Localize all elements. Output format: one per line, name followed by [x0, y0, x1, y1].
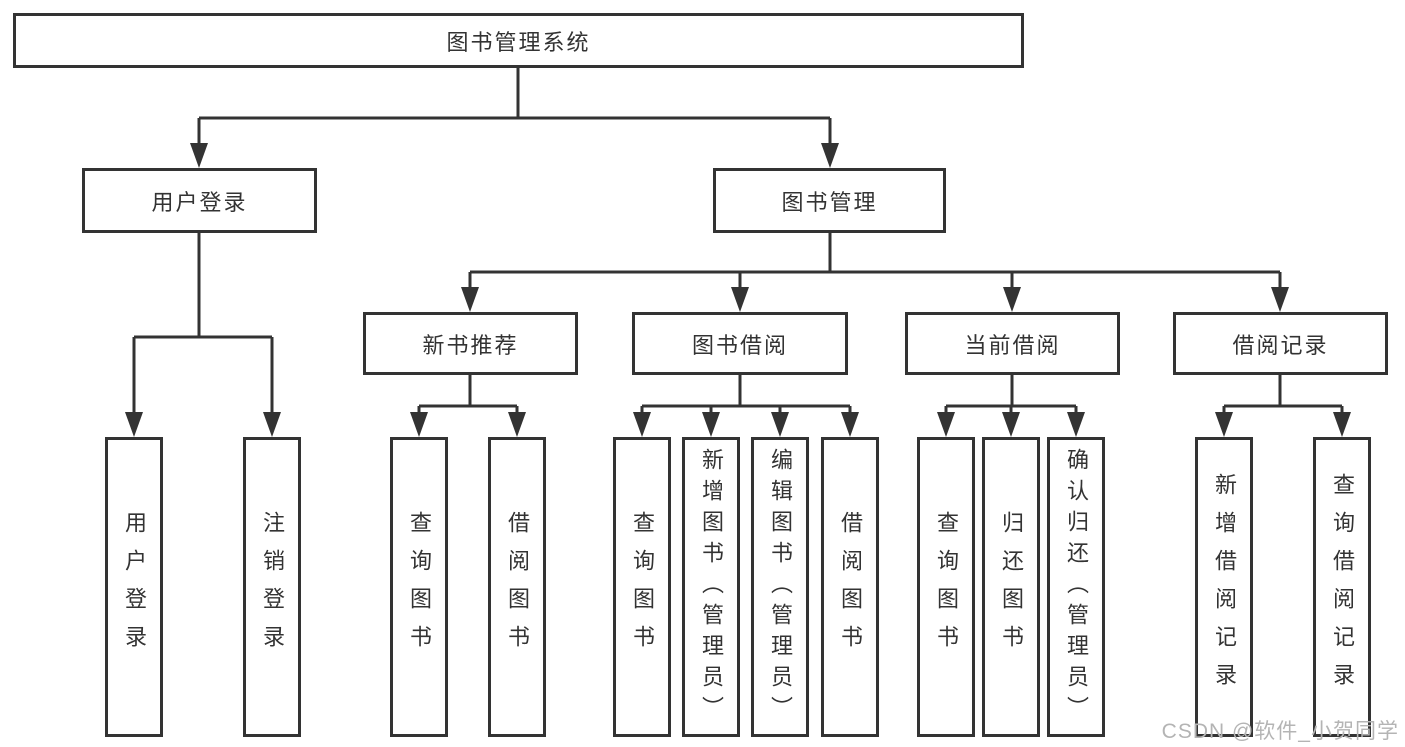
leaf-query-books-borrow-label: 查询图书: [630, 511, 655, 663]
arrow-book-management: [821, 143, 839, 168]
arrow-leaf-query-record: [1333, 412, 1351, 437]
node-new-book-recommend-label: 新书推荐: [422, 332, 519, 358]
arrow-leaf-return-books: [1002, 412, 1020, 437]
leaf-query-books-borrow: 查询图书: [613, 437, 671, 737]
node-borrow-records-label: 借阅记录: [1232, 332, 1329, 358]
arrowheads: [125, 143, 1351, 437]
watermark: CSDN @软件_小贺同学: [1161, 720, 1399, 743]
leaf-user-login: 用户登录: [105, 437, 163, 737]
leaf-borrow-books-recommend: 借阅图书: [488, 437, 546, 737]
arrow-leaf-add-books: [702, 412, 720, 437]
node-root-label: 图书管理系统: [446, 29, 591, 55]
node-book-management: 图书管理: [713, 168, 946, 233]
leaf-add-borrow-record: 新增借阅记录: [1195, 437, 1253, 737]
leaf-logout-label: 注销登录: [260, 511, 285, 663]
leaf-query-books-recommend-label: 查询图书: [407, 511, 432, 663]
arrow-leaf-query-books-3: [937, 412, 955, 437]
leaf-add-books-admin-label: 新增图书（管理员）: [699, 447, 724, 727]
arrow-new-book-recommend: [461, 287, 479, 312]
leaf-edit-books-admin-label: 编辑图书（管理员）: [768, 447, 793, 727]
leaf-add-books-admin: 新增图书（管理员）: [682, 437, 740, 737]
arrow-user-login: [190, 143, 208, 168]
leaf-query-books-recommend: 查询图书: [390, 437, 448, 737]
node-book-management-label: 图书管理: [781, 189, 878, 215]
arrow-leaf-query-books-2: [633, 412, 651, 437]
node-user-login-label: 用户登录: [151, 189, 248, 215]
arrow-book-borrow: [731, 287, 749, 312]
node-user-login: 用户登录: [82, 168, 317, 233]
node-root: 图书管理系统: [13, 13, 1024, 68]
leaf-query-books-current-label: 查询图书: [934, 511, 959, 663]
leaf-return-books-label: 归还图书: [999, 511, 1024, 663]
arrow-leaf-query-books-1: [410, 412, 428, 437]
leaf-edit-books-admin: 编辑图书（管理员）: [751, 437, 809, 737]
leaf-return-books: 归还图书: [982, 437, 1040, 737]
leaf-add-borrow-record-label: 新增借阅记录: [1212, 473, 1237, 701]
leaf-query-borrow-record: 查询借阅记录: [1313, 437, 1371, 737]
node-book-borrow-label: 图书借阅: [691, 332, 788, 358]
leaf-confirm-return-admin-label: 确认归还（管理员）: [1064, 447, 1089, 727]
leaf-user-login-label: 用户登录: [122, 511, 147, 663]
leaf-borrow-books-label: 借阅图书: [838, 511, 863, 663]
leaf-borrow-books-recommend-label: 借阅图书: [505, 511, 530, 663]
leaf-query-borrow-record-label: 查询借阅记录: [1330, 473, 1355, 701]
arrow-leaf-borrow-books-2: [841, 412, 859, 437]
node-new-book-recommend: 新书推荐: [363, 312, 578, 375]
arrow-leaf-logout: [263, 412, 281, 437]
leaf-borrow-books: 借阅图书: [821, 437, 879, 737]
node-book-borrow: 图书借阅: [632, 312, 848, 375]
leaf-query-books-current: 查询图书: [917, 437, 975, 737]
arrow-leaf-borrow-books-1: [508, 412, 526, 437]
leaf-confirm-return-admin: 确认归还（管理员）: [1047, 437, 1105, 737]
node-current-borrow: 当前借阅: [905, 312, 1120, 375]
arrow-borrow-records: [1271, 287, 1289, 312]
arrow-leaf-confirm-return: [1067, 412, 1085, 437]
arrow-leaf-add-record: [1215, 412, 1233, 437]
leaf-logout: 注销登录: [243, 437, 301, 737]
arrow-leaf-user-login: [125, 412, 143, 437]
arrow-leaf-edit-books: [771, 412, 789, 437]
arrow-current-borrow: [1003, 287, 1021, 312]
node-borrow-records: 借阅记录: [1173, 312, 1388, 375]
node-current-borrow-label: 当前借阅: [964, 332, 1061, 358]
